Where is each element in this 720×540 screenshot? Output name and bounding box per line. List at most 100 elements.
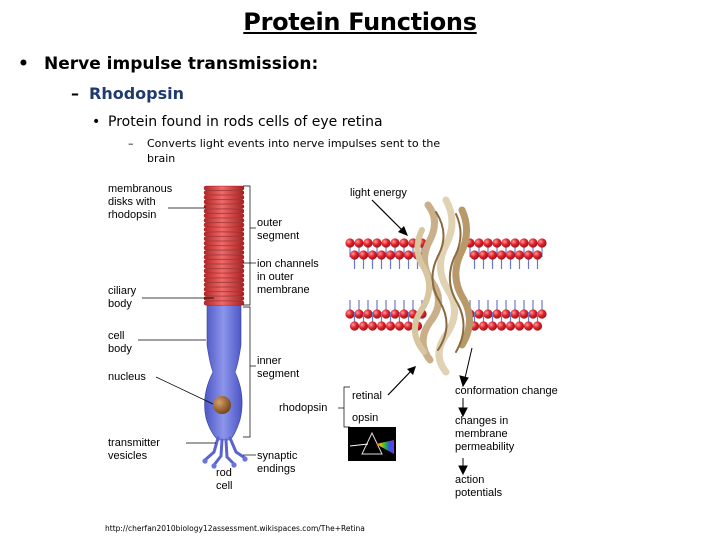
lipid-head bbox=[381, 309, 391, 319]
lipid-head bbox=[487, 250, 498, 260]
lipid-head bbox=[372, 309, 382, 319]
membranous-disk bbox=[203, 217, 245, 223]
membranous-disk bbox=[203, 259, 245, 265]
lipid-head bbox=[501, 238, 511, 248]
prism-icon bbox=[361, 431, 383, 455]
label-rhodopsin: rhodopsin bbox=[279, 402, 328, 414]
lipid-head bbox=[469, 250, 480, 260]
lipid-head bbox=[390, 238, 400, 248]
membranous-disk bbox=[203, 199, 245, 205]
lipid-head bbox=[345, 238, 355, 248]
label-conformation-change: conformation change bbox=[455, 385, 558, 397]
membranous-disk bbox=[203, 300, 245, 306]
light-arrow bbox=[371, 199, 405, 233]
nucleus-shape bbox=[213, 396, 231, 414]
lipid-head bbox=[519, 309, 529, 319]
lipid-head bbox=[528, 238, 538, 248]
lipid-head bbox=[349, 250, 360, 260]
lipid-head bbox=[363, 309, 373, 319]
lipid-head bbox=[478, 321, 489, 331]
membranous-disk bbox=[203, 227, 245, 232]
lipid-head bbox=[537, 238, 547, 248]
label-retinal: retinal bbox=[352, 390, 382, 402]
lipid-head bbox=[363, 238, 373, 248]
lipid-head bbox=[345, 309, 355, 319]
lipid-head bbox=[403, 250, 414, 260]
subbullet-converts: –Converts light events into nerve impuls… bbox=[128, 136, 468, 166]
membranous-disk bbox=[203, 190, 245, 196]
lipid-head bbox=[505, 250, 516, 260]
lipid-head bbox=[349, 321, 360, 331]
subbullet-rhodopsin-text: Rhodopsin bbox=[89, 84, 184, 103]
lipid-head bbox=[523, 250, 534, 260]
lipid-head bbox=[367, 321, 378, 331]
lipid-head bbox=[394, 250, 405, 260]
bullet-protein-found-text: Protein found in rods cells of eye retin… bbox=[108, 114, 383, 130]
membranous-disk bbox=[203, 222, 245, 228]
bullet-nerve-impulse-text: Nerve impulse transmission: bbox=[44, 54, 319, 74]
subbullet-converts-text: Converts light events into nerve impulse… bbox=[147, 137, 441, 165]
membranous-disk bbox=[203, 254, 245, 260]
lipid-head bbox=[496, 250, 507, 260]
lipid-head bbox=[510, 309, 520, 319]
lipid-head bbox=[390, 309, 400, 319]
lipid-head bbox=[372, 238, 382, 248]
source-citation: http://cherfan2010biology12assessment.wi… bbox=[105, 524, 365, 533]
lipid-head bbox=[376, 250, 387, 260]
subbullet-rhodopsin: –Rhodopsin bbox=[71, 84, 184, 103]
lipid-head bbox=[483, 309, 493, 319]
vesicle bbox=[202, 458, 208, 464]
bullet-dot: • bbox=[92, 114, 101, 130]
membranous-disk bbox=[203, 287, 245, 292]
label-membrane-permeability: changes in membrane permeability bbox=[455, 415, 515, 453]
lipid-head bbox=[514, 250, 525, 260]
lipid-head bbox=[381, 238, 391, 248]
lipid-head bbox=[367, 250, 378, 260]
label-ion-channels: ion channels in outer membrane bbox=[257, 258, 319, 296]
bullet-nerve-impulse: • Nerve impulse transmission: bbox=[18, 54, 318, 74]
lipid-head bbox=[523, 321, 534, 331]
lipid-head bbox=[358, 321, 369, 331]
membranous-disk bbox=[203, 194, 245, 200]
label-nucleus: nucleus bbox=[108, 371, 146, 383]
slide-title: Protein Functions bbox=[243, 8, 477, 36]
membranous-disk bbox=[203, 204, 245, 209]
membranous-disk bbox=[203, 236, 245, 242]
lipid-head bbox=[514, 321, 525, 331]
membranous-disk bbox=[203, 291, 245, 297]
membranous-disk bbox=[203, 250, 245, 255]
lipid-head bbox=[399, 238, 409, 248]
membranous-disk bbox=[203, 277, 245, 283]
lipid-head bbox=[501, 309, 511, 319]
membranous-disk bbox=[203, 264, 245, 269]
lipid-head bbox=[474, 309, 484, 319]
lipid-head bbox=[385, 321, 396, 331]
label-synaptic-endings: synaptic endings bbox=[257, 450, 298, 475]
label-cell-body: cell body bbox=[108, 330, 132, 355]
lipid-head bbox=[487, 321, 498, 331]
synaptic-endings-shape bbox=[203, 436, 247, 467]
membranous-disk bbox=[203, 245, 245, 251]
label-opsin: opsin bbox=[352, 412, 379, 424]
retinal-arrow-head bbox=[407, 366, 416, 375]
lipid-head bbox=[403, 321, 414, 331]
lipid-head bbox=[496, 321, 507, 331]
membranous-disk bbox=[203, 208, 245, 214]
label-inner-segment: inner segment bbox=[257, 355, 300, 380]
lipid-head bbox=[492, 309, 502, 319]
lipid-head bbox=[478, 250, 489, 260]
bullet-dot: • bbox=[18, 54, 29, 74]
vesicle bbox=[231, 462, 237, 468]
lipid-head bbox=[358, 250, 369, 260]
dash-mark: – bbox=[128, 137, 134, 150]
vesicle bbox=[211, 463, 217, 469]
lipid-head bbox=[505, 321, 516, 331]
light-arrow-head bbox=[398, 226, 408, 236]
rhodopsin-helices bbox=[411, 196, 473, 376]
label-transmitter-vesicles: transmitter vesicles bbox=[108, 437, 160, 462]
lipid-head bbox=[532, 321, 543, 331]
lipid-head bbox=[394, 321, 405, 331]
membranous-disk bbox=[203, 185, 245, 191]
lipid-head bbox=[537, 309, 547, 319]
